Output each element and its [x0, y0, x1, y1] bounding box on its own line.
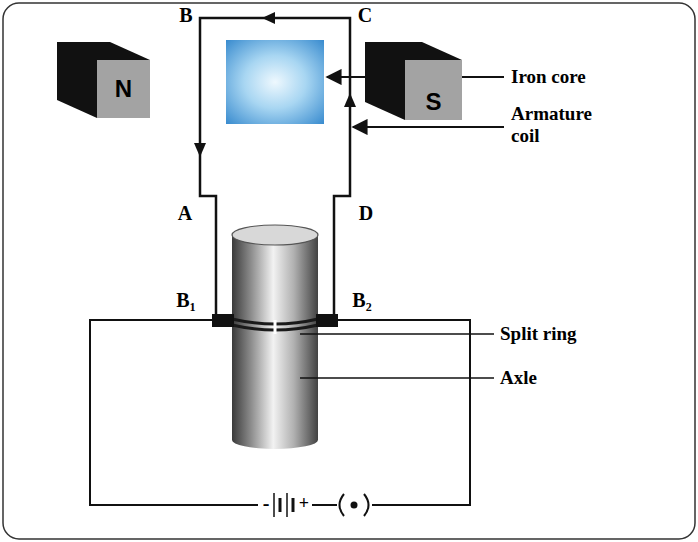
current-arrow [194, 143, 206, 157]
axle [232, 235, 318, 440]
brush-label: B₂ [352, 289, 371, 312]
axle-top [232, 225, 318, 245]
frame [3, 3, 695, 539]
wire [312, 504, 337, 506]
leader-arrow [353, 126, 504, 128]
corner-letter: C [358, 4, 372, 27]
split-gap [274, 320, 277, 334]
battery-cell [279, 498, 282, 512]
leader-line [300, 333, 494, 335]
current-arrow [262, 12, 275, 24]
magnet-face: N [97, 60, 150, 118]
battery-cell [292, 498, 295, 512]
wire [90, 320, 258, 505]
polarity-sign: - [263, 492, 270, 515]
switch-symbol [364, 494, 369, 516]
part-label: Axle [500, 367, 537, 389]
battery-cell [273, 493, 275, 517]
axle [232, 400, 318, 440]
pole-letter: S [425, 88, 441, 116]
switch-symbol [351, 502, 358, 509]
part-label: Split ring [500, 323, 577, 345]
pole-letter: N [115, 75, 132, 103]
corner-letter: D [359, 202, 373, 225]
corner-letter: B [179, 4, 192, 27]
brush-label: B₁ [176, 289, 195, 312]
corner-letter: A [178, 202, 192, 225]
magnet-face: S [405, 60, 462, 120]
switch-symbol [340, 494, 345, 516]
brush [212, 314, 234, 327]
iron-core [226, 40, 324, 124]
brush [316, 314, 338, 327]
part-label: Iron core [511, 66, 586, 88]
part-label: Armature coil [511, 103, 611, 147]
battery-cell [286, 493, 288, 517]
wire [338, 320, 470, 505]
north-magnet-body [57, 42, 150, 118]
south-magnet-body [365, 42, 462, 120]
current-arrow [344, 93, 356, 107]
polarity-sign: + [299, 493, 309, 514]
leader-line [300, 377, 494, 379]
